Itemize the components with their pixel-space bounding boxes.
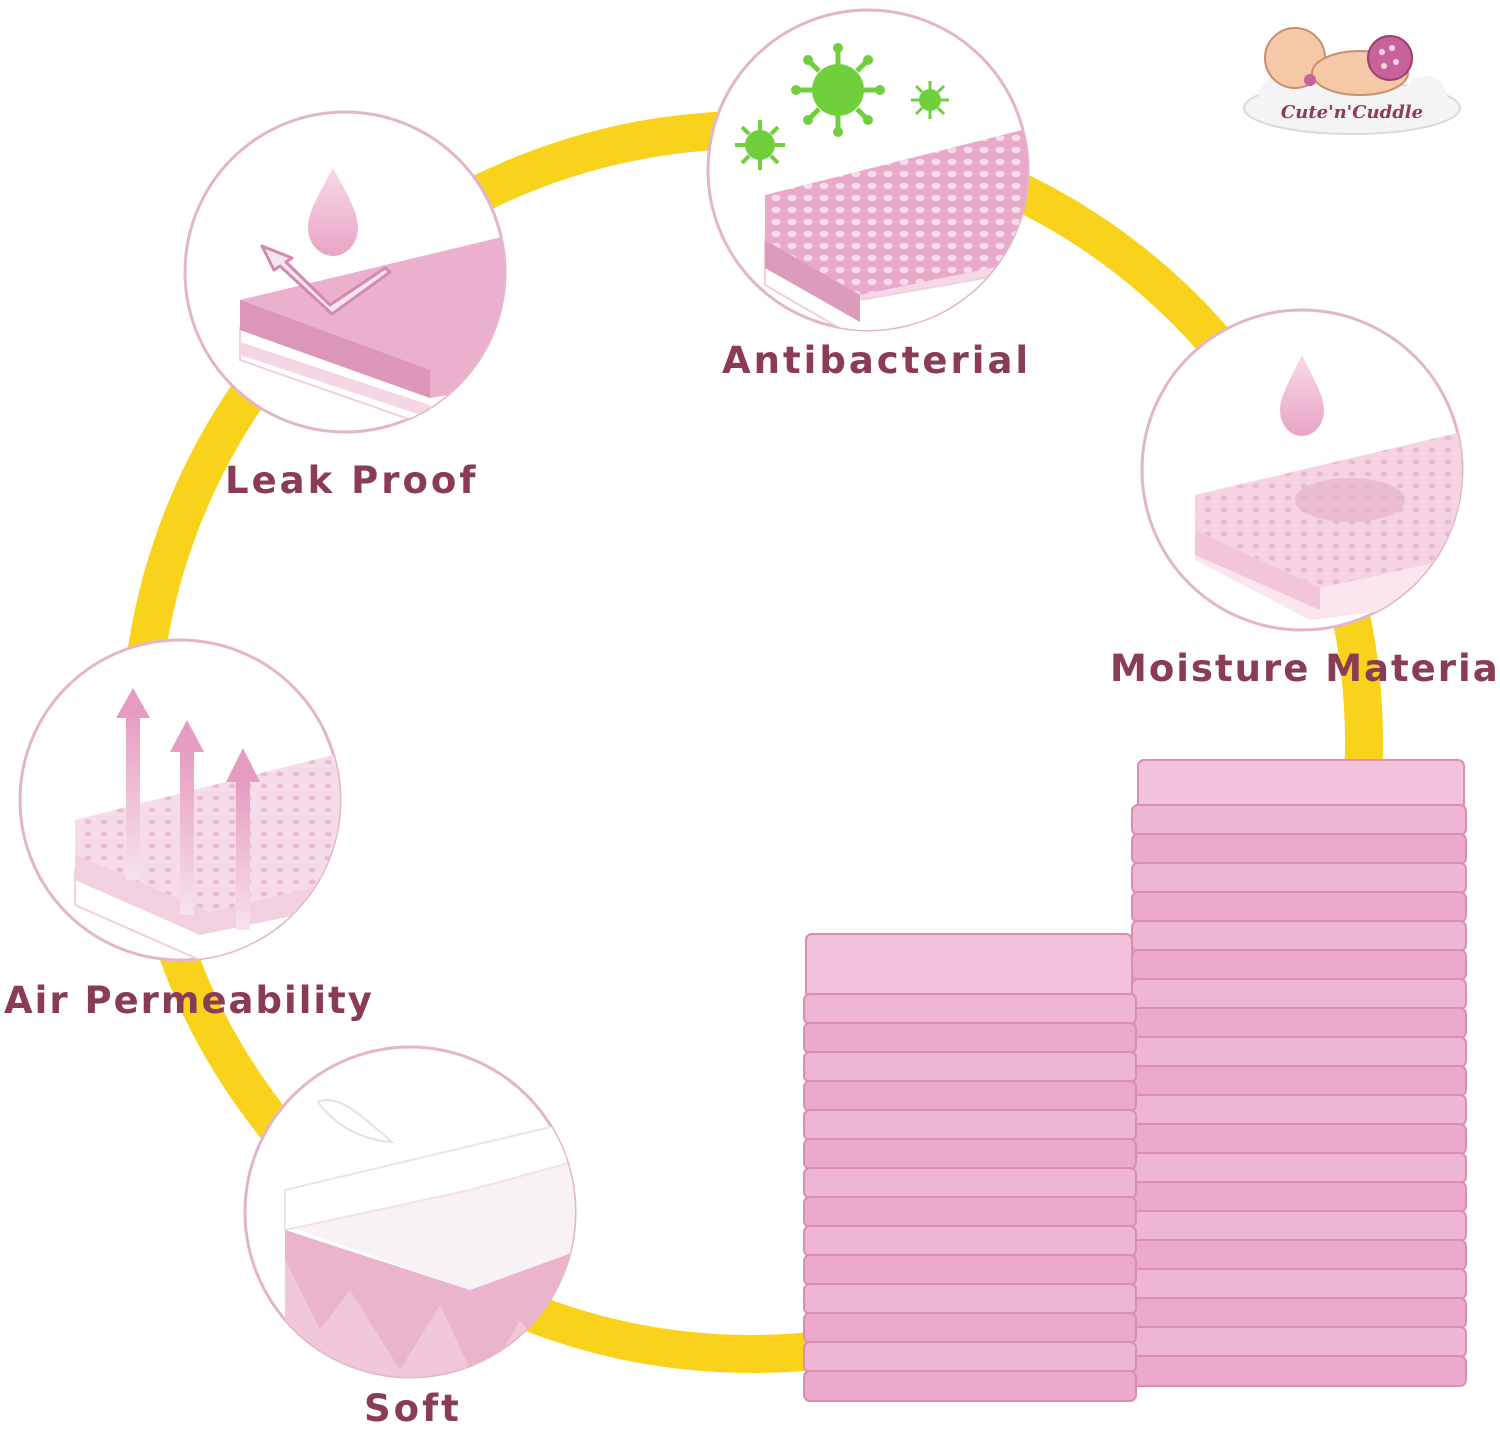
pad <box>803 1022 1137 1054</box>
water-drop-icon <box>1280 355 1324 436</box>
moisture-material-circle <box>1140 308 1464 632</box>
pad <box>803 1196 1137 1228</box>
pad <box>1131 833 1467 865</box>
leak-proof-circle <box>183 110 507 434</box>
pad <box>1131 1239 1467 1271</box>
pad <box>803 1312 1137 1344</box>
pad <box>1131 1297 1467 1329</box>
pad <box>803 1225 1137 1257</box>
pad <box>803 1138 1137 1170</box>
pad-top <box>805 933 1133 999</box>
pad <box>1131 1036 1467 1068</box>
pad <box>803 1254 1137 1286</box>
brand-logo: Cute'n'Cuddle <box>1240 18 1464 136</box>
pad-top <box>1137 759 1465 811</box>
baby-cloud-icon <box>1243 27 1461 135</box>
soft-circle <box>243 1045 577 1379</box>
pad <box>803 1283 1137 1315</box>
feature-label-moisture-material: Moisture Material <box>1110 647 1500 690</box>
pad <box>803 1051 1137 1083</box>
pad <box>1131 891 1467 923</box>
pad <box>1131 1268 1467 1300</box>
pad <box>1131 1210 1467 1242</box>
pad <box>1131 1123 1467 1155</box>
pad <box>803 1370 1137 1402</box>
germs-icon <box>735 43 949 170</box>
water-drop-icon <box>308 168 358 256</box>
feature-label-air-permeability: Air Permeability <box>4 979 374 1022</box>
pad <box>1131 1152 1467 1184</box>
up-arrows-icon <box>116 688 260 930</box>
pad <box>1131 1065 1467 1097</box>
pad <box>803 1109 1137 1141</box>
feather-icon <box>316 1099 395 1144</box>
feature-label-leak-proof: Leak Proof <box>225 459 479 502</box>
pad <box>1131 920 1467 952</box>
pad <box>1131 862 1467 894</box>
air-permeability-circle <box>18 638 342 962</box>
feature-label-antibacterial: Antibacterial <box>722 339 1032 382</box>
pad <box>803 1341 1137 1373</box>
bounce-arrow-icon <box>260 244 392 316</box>
pad <box>1131 1326 1467 1358</box>
pad <box>1131 1094 1467 1126</box>
pad <box>803 1080 1137 1112</box>
pad <box>803 1167 1137 1199</box>
pad <box>1131 949 1467 981</box>
pad <box>1131 1181 1467 1213</box>
pad <box>1131 978 1467 1010</box>
brand-name: Cute'n'Cuddle <box>1280 102 1424 123</box>
antibacterial-circle <box>706 8 1030 332</box>
pad-stack-image <box>803 759 1467 1402</box>
pad <box>1131 804 1467 836</box>
pad <box>803 993 1137 1025</box>
pad <box>1131 1007 1467 1039</box>
feature-label-soft: Soft <box>364 1387 462 1430</box>
pad <box>1131 1355 1467 1387</box>
